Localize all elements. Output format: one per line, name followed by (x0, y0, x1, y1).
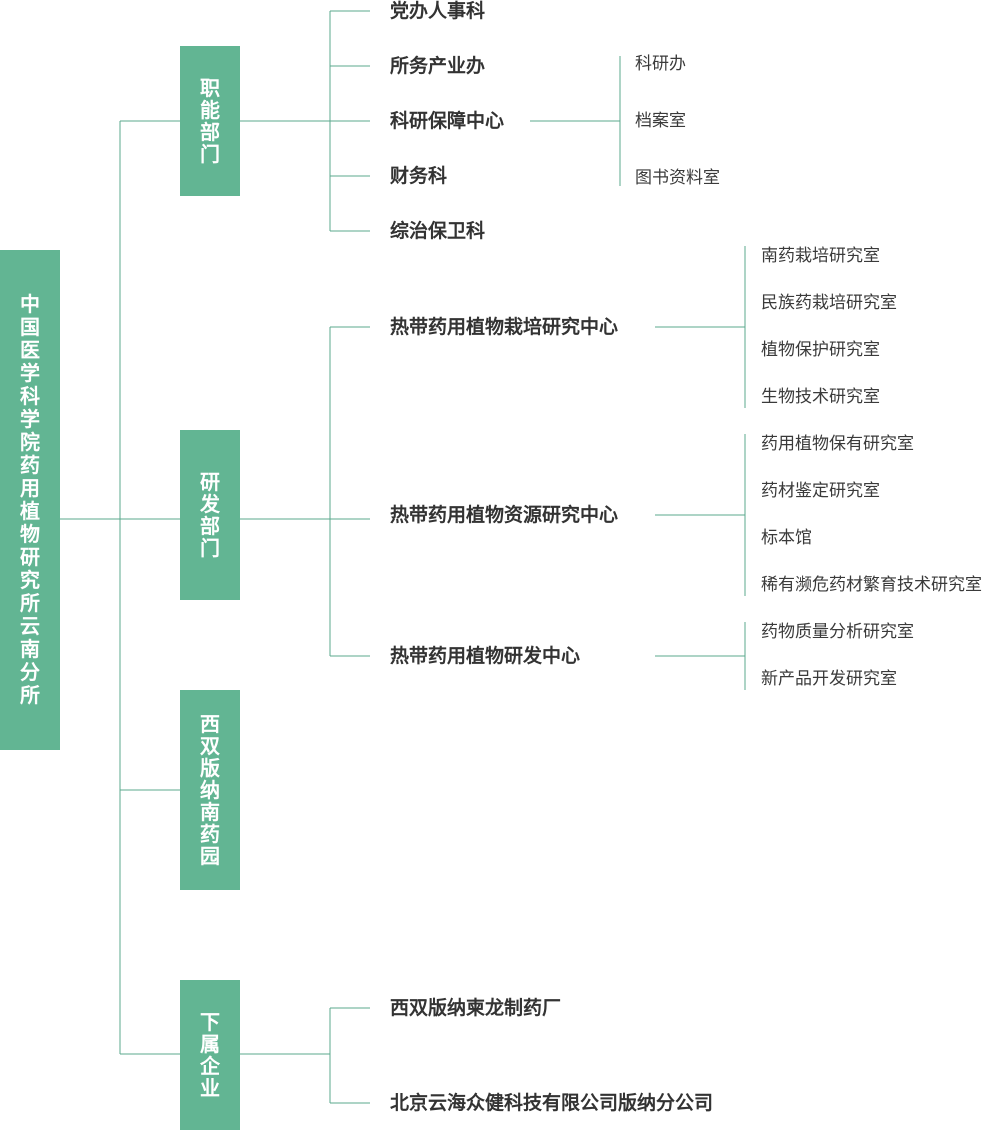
node-cultivation-center: 热带药用植物栽培研究中心 (390, 316, 619, 338)
node-resources-center: 热带药用植物资源研究中心 (390, 504, 619, 526)
leaf-item: 药物质量分析研究室 (761, 622, 914, 642)
leaf-item: 南药栽培研究室 (761, 246, 880, 266)
branch-label: 职能部门 (200, 76, 220, 166)
leaf-item: 生物技术研究室 (761, 387, 880, 407)
leaf-research-office: 科研办 (635, 54, 686, 74)
leaf-item: 民族药栽培研究室 (761, 293, 897, 313)
leaf-archives: 档案室 (635, 111, 686, 131)
node-pharma-factory: 西双版纳柬龙制药厂 (390, 997, 562, 1019)
root-label: 中国医学科学院药用植物研究所云南分所 (20, 292, 40, 707)
node-development-center: 热带药用植物研发中心 (390, 645, 581, 667)
branch-subsidiaries: 下属企业 (180, 980, 240, 1130)
node-research-support: 科研保障中心 (390, 110, 505, 132)
branch-label: 研发部门 (200, 470, 220, 560)
leaf-item: 新产品开发研究室 (761, 669, 897, 689)
node-affairs-industry: 所务产业办 (390, 55, 486, 77)
leaf-item: 标本馆 (761, 528, 812, 548)
branch-medicinal-garden: 西双版纳南药园 (180, 690, 240, 890)
leaf-item: 药用植物保有研究室 (761, 434, 914, 454)
branch-functional-departments: 职能部门 (180, 46, 240, 196)
node-security: 综治保卫科 (390, 220, 486, 242)
branch-label: 西双版纳南药园 (200, 712, 220, 868)
node-beijing-company: 北京云海众健科技有限公司版纳分公司 (390, 1092, 714, 1114)
leaf-library: 图书资料室 (635, 168, 720, 188)
branch-rd-departments: 研发部门 (180, 430, 240, 600)
leaf-item: 稀有濒危药材繁育技术研究室 (761, 575, 982, 595)
leaf-item: 植物保护研究室 (761, 340, 880, 360)
leaf-item: 药材鉴定研究室 (761, 481, 880, 501)
node-party-hr: 党办人事科 (390, 0, 486, 22)
root-node: 中国医学科学院药用植物研究所云南分所 (0, 250, 60, 750)
node-finance: 财务科 (390, 165, 448, 187)
branch-label: 下属企业 (200, 1010, 220, 1100)
